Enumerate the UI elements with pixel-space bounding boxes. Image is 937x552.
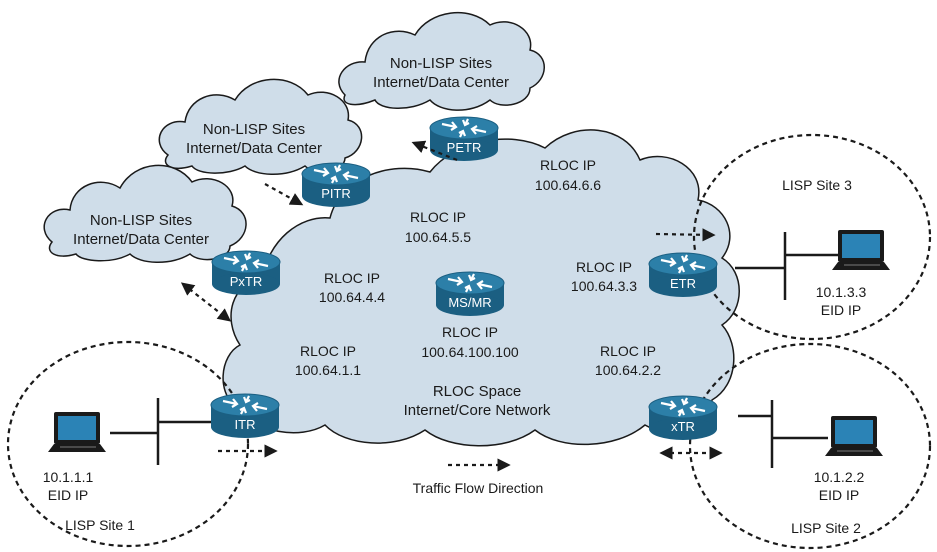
lisp-site-1-boundary xyxy=(6,340,250,548)
router-label: ITR xyxy=(235,417,256,432)
non-lisp-cloud-top: Non-LISP Sites Internet/Data Center xyxy=(338,11,545,111)
legend: Traffic Flow Direction xyxy=(413,458,544,496)
site2-name: LISP Site 2 xyxy=(791,520,861,536)
rloc-ip-xtr: 100.64.2.2 xyxy=(595,362,661,378)
rloc-ip-pxtr: 100.64.4.4 xyxy=(319,289,385,305)
router-label: PITR xyxy=(321,186,351,201)
flow-arrow-pxtr xyxy=(180,282,232,322)
router-itr: ITR xyxy=(209,392,281,440)
rloc-label-etr: RLOC IP xyxy=(576,259,632,275)
rloc-ip-pitr: 100.64.5.5 xyxy=(405,229,471,245)
rloc-label-pitr: RLOC IP xyxy=(410,209,466,225)
lisp-site-2-boundary xyxy=(688,342,932,550)
site1-eid-label: EID IP xyxy=(48,487,88,503)
core-cloud-line2: Internet/Core Network xyxy=(404,402,551,419)
traffic-flow-arrows xyxy=(180,140,723,460)
rloc-label-pxtr: RLOC IP xyxy=(324,270,380,286)
site3-eid-label: EID IP xyxy=(821,302,861,318)
legend-label: Traffic Flow Direction xyxy=(413,480,544,496)
site2-eid: 10.1.2.2 xyxy=(814,469,865,485)
router-label: ETR xyxy=(670,276,696,291)
router-xtr: xTR xyxy=(647,394,719,442)
lan-wires xyxy=(110,232,838,468)
router-label: PxTR xyxy=(230,274,263,289)
router-label: PETR xyxy=(447,140,482,155)
laptop-icon xyxy=(47,411,107,453)
flow-arrow-pitr xyxy=(264,183,304,206)
router-pxtr: PxTR xyxy=(210,249,282,297)
rloc-label-itr: RLOC IP xyxy=(300,343,356,359)
non-lisp-cloud-left: Non-LISP Sites Internet/Data Center xyxy=(43,164,247,263)
non-lisp-cloud-line2: Internet/Data Center xyxy=(186,140,322,157)
non-lisp-cloud-line2: Internet/Data Center xyxy=(373,74,509,91)
laptop-icon xyxy=(824,415,884,457)
non-lisp-cloud-line2: Internet/Data Center xyxy=(73,231,209,248)
flow-arrow-etr xyxy=(655,228,716,242)
site1-name: LISP Site 1 xyxy=(65,517,135,533)
router-pitr: PITR xyxy=(300,161,372,209)
site3-name: LISP Site 3 xyxy=(782,177,852,193)
rloc-ip-petr: 100.64.6.6 xyxy=(535,177,601,193)
core-cloud-line1: RLOC Space xyxy=(433,383,521,400)
site2-eid-label: EID IP xyxy=(819,487,859,503)
router-msmr: MS/MR xyxy=(434,270,506,318)
non-lisp-cloud-line1: Non-LISP Sites xyxy=(203,121,305,138)
router-etr: ETR xyxy=(647,251,719,299)
rloc-label-msmr: RLOC IP xyxy=(442,324,498,340)
router-petr: PETR xyxy=(428,115,500,163)
site3-eid: 10.1.3.3 xyxy=(816,284,867,300)
rloc-label-xtr: RLOC IP xyxy=(600,343,656,359)
laptop-icon xyxy=(831,229,891,271)
rloc-ip-etr: 100.64.3.3 xyxy=(571,278,637,294)
lisp-site-3-boundary xyxy=(692,133,932,341)
non-lisp-cloud-middle: Non-LISP Sites Internet/Data Center xyxy=(158,78,363,175)
non-lisp-cloud-line1: Non-LISP Sites xyxy=(90,212,192,229)
rloc-label-petr: RLOC IP xyxy=(540,157,596,173)
rloc-ip-msmr: 100.64.100.100 xyxy=(421,344,519,360)
rloc-ip-itr: 100.64.1.1 xyxy=(295,362,361,378)
non-lisp-cloud-line1: Non-LISP Sites xyxy=(390,55,492,72)
router-label: xTR xyxy=(671,419,695,434)
site1-eid: 10.1.1.1 xyxy=(43,469,94,485)
router-label: MS/MR xyxy=(448,295,491,310)
